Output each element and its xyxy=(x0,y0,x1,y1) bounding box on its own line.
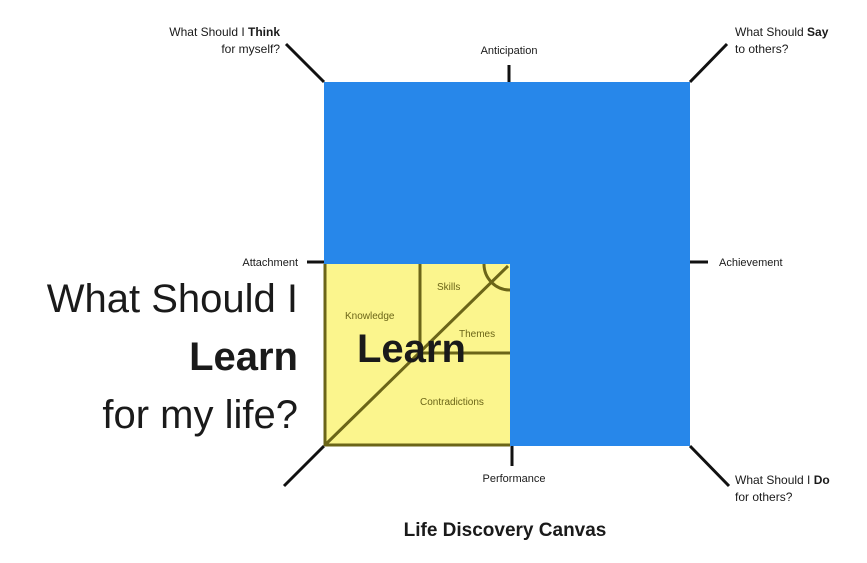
corner-do: What Should I Do for others? xyxy=(735,472,865,506)
corner-say-line2: to others? xyxy=(735,42,789,56)
axis-label-bottom: Performance xyxy=(482,473,546,485)
segment-knowledge: Knowledge xyxy=(345,311,395,322)
segment-skills: Skills xyxy=(437,282,461,293)
big-question: What Should I Learn for my life? xyxy=(10,270,298,444)
big-question-line2: Learn xyxy=(189,335,298,379)
learn-heading: Learn xyxy=(357,327,466,371)
corner-think-prefix: What Should I xyxy=(169,25,248,39)
diagonal-top-left xyxy=(284,42,326,84)
corner-say: What Should Say to others? xyxy=(735,24,865,58)
diagonal-top-right xyxy=(688,42,729,84)
corner-do-prefix: What Should I xyxy=(735,473,814,487)
big-question-line3: for my life? xyxy=(102,393,298,437)
axis-label-right: Achievement xyxy=(719,257,783,269)
learn-diagonal xyxy=(324,264,510,446)
corner-think-bold: Think xyxy=(248,25,280,39)
corner-say-bold: Say xyxy=(807,25,829,39)
big-question-line1: What Should I xyxy=(46,277,298,321)
axis-label-left: Attachment xyxy=(242,257,298,269)
corner-say-prefix: What Should xyxy=(735,25,808,39)
segment-themes: Themes xyxy=(459,329,496,340)
segment-contradictions: Contradictions xyxy=(420,397,484,408)
canvas-title: Life Discovery Canvas xyxy=(403,520,607,541)
diagonal-bottom-left xyxy=(282,444,326,488)
axis-label-top: Anticipation xyxy=(480,45,538,57)
corner-do-bold: Do xyxy=(813,473,830,487)
corner-think-line2: for myself? xyxy=(221,42,280,56)
diagonal-bottom-right xyxy=(688,444,731,488)
corner-think: What Should I Think for myself? xyxy=(120,24,280,58)
corner-do-line2: for others? xyxy=(735,490,793,504)
learn-arc xyxy=(482,263,511,292)
